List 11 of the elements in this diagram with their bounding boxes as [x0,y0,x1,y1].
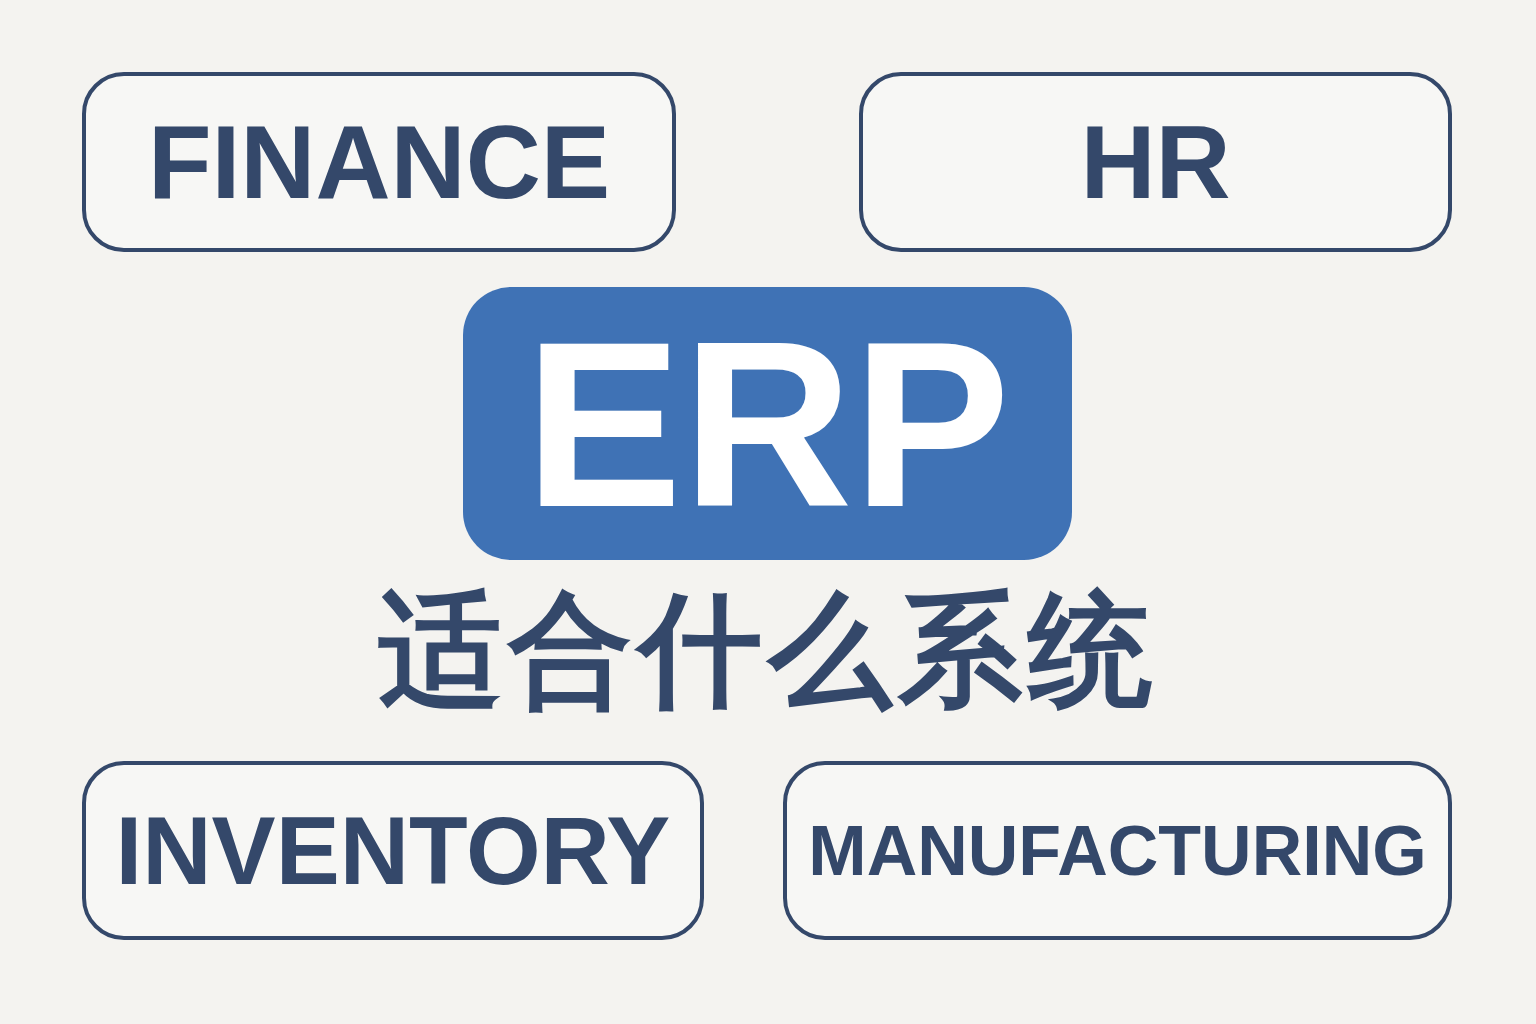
module-label: ERP [524,305,1011,542]
subtitle: 适合什么系统 [377,582,1159,719]
module-box [859,72,1452,252]
module-box [82,72,676,252]
highlight-box [463,287,1072,560]
module-label: MANUFACTURING [808,815,1427,886]
module-label: HR [1080,110,1231,214]
module-box [783,761,1452,940]
module-label: INVENTORY [115,802,671,899]
module-label: FINANCE [147,110,611,214]
module-box [82,761,704,940]
